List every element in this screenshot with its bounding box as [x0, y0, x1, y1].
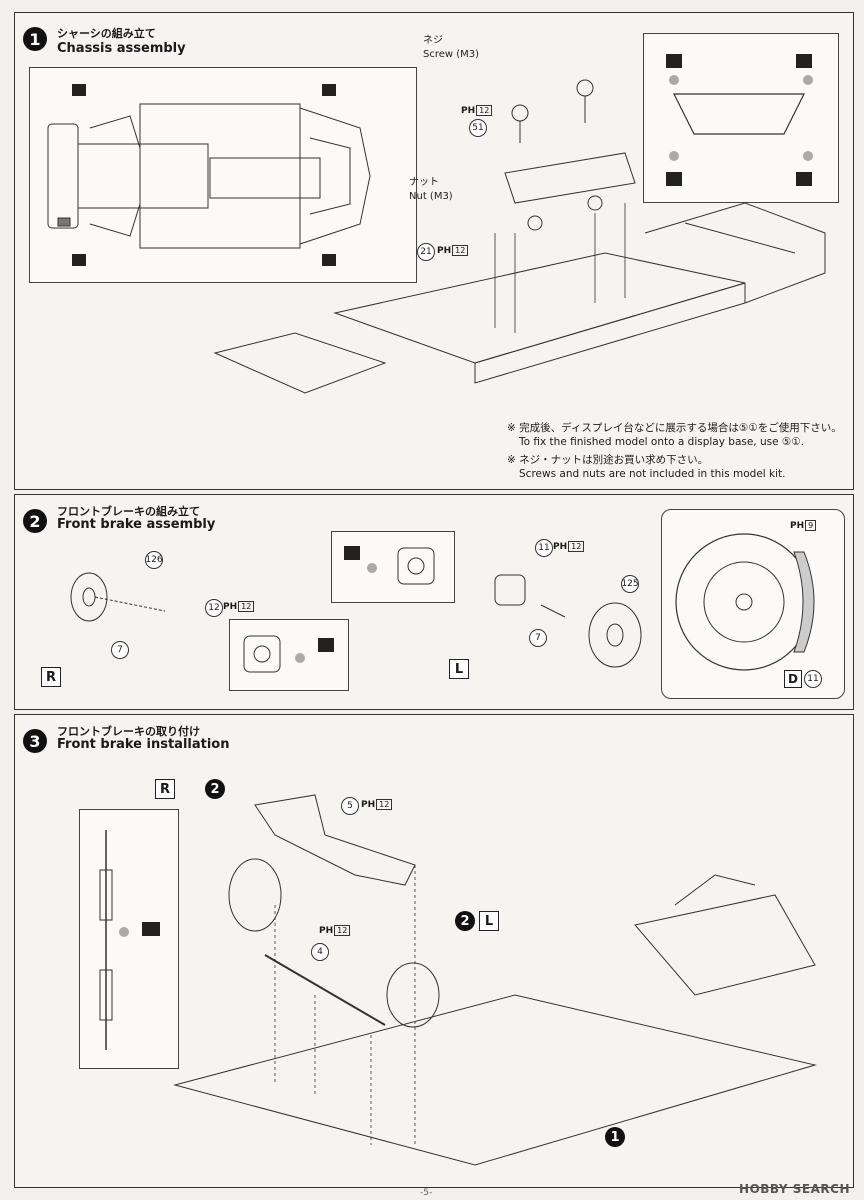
- step-ref-2-r: 2: [205, 779, 225, 799]
- screw-label-jp: ネジ: [423, 35, 443, 46]
- caliper-l-inset: [331, 531, 455, 603]
- part-21: 21: [417, 243, 435, 261]
- chassis-top-view-inset: [29, 67, 417, 283]
- part-11: 11: [535, 539, 553, 557]
- part-12: 12: [205, 599, 223, 617]
- nut-label-en: Nut (M3): [409, 191, 453, 202]
- note-1-jp: ※ 完成後、ディスプレイ台などに展示する場合は⑤①をご使用下さい。: [507, 422, 842, 434]
- step-number: 2: [23, 509, 47, 533]
- step-title-jp: フロントブレーキの取り付け: [57, 725, 200, 738]
- side-label-r: R: [155, 779, 175, 799]
- hobby-search-logo: HOBBY SEARCH: [739, 1182, 850, 1196]
- display-mount-inset: [643, 33, 839, 203]
- color-code-d: D: [784, 670, 802, 688]
- step-ref-1: 1: [605, 1127, 625, 1147]
- step-number: 1: [23, 27, 47, 51]
- step-number: 3: [23, 729, 47, 753]
- part-4: 4: [311, 943, 329, 961]
- tie-rod-drawing: [99, 830, 160, 1050]
- step-1-panel: 1 シャーシの組み立て Chassis assembly: [14, 12, 854, 490]
- step-title-jp: シャーシの組み立て: [57, 27, 156, 40]
- step-2-panel: 2 フロントブレーキの組み立て Front brake assembly 126…: [14, 494, 854, 710]
- nut-label-jp: ナット: [409, 177, 439, 188]
- step-3-panel: 3 フロントブレーキの取り付け Front brake installation…: [14, 714, 854, 1188]
- part-126: 126: [145, 551, 163, 569]
- tie-rod-inset: [79, 809, 179, 1069]
- side-label-r: R: [41, 667, 61, 687]
- page-number: -5-: [420, 1188, 433, 1198]
- part-7-l: 7: [529, 629, 547, 647]
- color-code-num: 11: [804, 670, 822, 688]
- note-2-en: Screws and nuts are not included in this…: [519, 468, 786, 480]
- brake-disc-l-drawing: [494, 574, 642, 668]
- screw-label-en: Screw (M3): [423, 49, 480, 60]
- front-brake-install-drawing: [173, 794, 817, 1166]
- mount-plate-drawing: [666, 54, 813, 186]
- brake-disc-r-drawing: [70, 572, 166, 622]
- part-51: 51: [469, 119, 487, 137]
- brake-detail-drawing: [675, 533, 815, 671]
- part-5: 5: [341, 797, 359, 815]
- step-title-en: Front brake installation: [57, 737, 230, 752]
- side-label-l: L: [479, 911, 499, 931]
- side-label-l: L: [449, 659, 469, 679]
- caliper-r-drawing: [243, 635, 334, 673]
- note-2-jp: ※ ネジ・ナットは別途お買い求め下さい。: [507, 454, 709, 466]
- chassis-iso-drawing: [213, 79, 826, 394]
- step-title-jp: フロントブレーキの組み立て: [57, 505, 200, 518]
- caliper-r-inset: [229, 619, 349, 691]
- step-title-en: Chassis assembly: [57, 41, 186, 56]
- step-title-en: Front brake assembly: [57, 517, 216, 532]
- part-125: 125: [621, 575, 639, 593]
- part-7-r: 7: [111, 641, 129, 659]
- caliper-l-drawing: [344, 546, 435, 585]
- note-1-en: To fix the finished model onto a display…: [519, 436, 805, 448]
- chassis-top-view-drawing: [47, 84, 371, 266]
- step-ref-2-l: 2: [455, 911, 475, 931]
